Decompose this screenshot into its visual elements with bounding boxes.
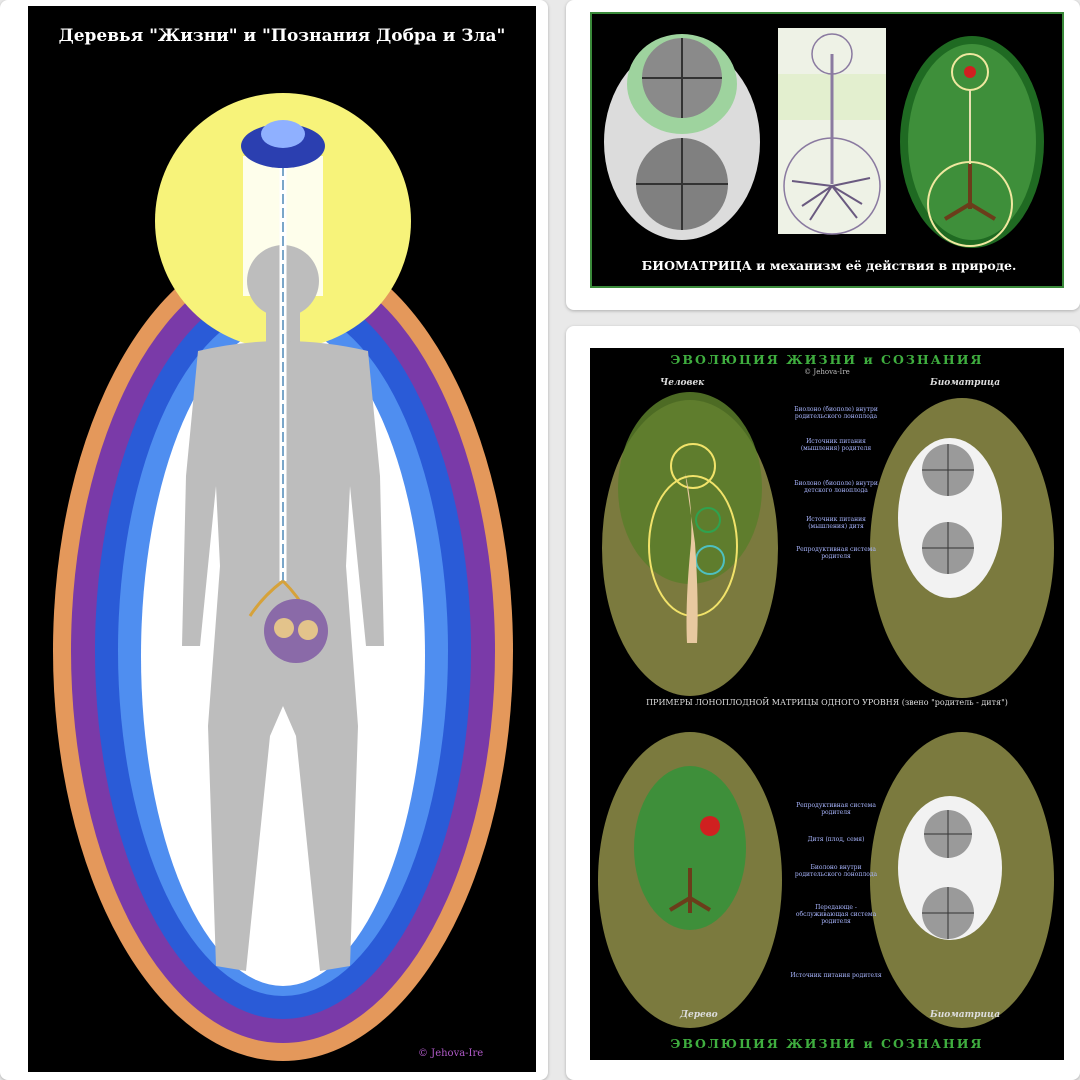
biomatrix-panel: БИОМАТРИЦА и механизм её действия в прир… bbox=[590, 12, 1064, 288]
left-panel-aura-diagram: Деревья "Жизни" и "Познания Добра и Зла"… bbox=[28, 6, 536, 1072]
left-panel-copyright: © Jehova-Ire bbox=[418, 1048, 484, 1059]
matrix-examples-caption: ПРИМЕРЫ ЛОНОПЛОДНОЙ МАТРИЦЫ ОДНОГО УРОВН… bbox=[646, 698, 1008, 707]
evolution-title-top: ЭВОЛЮЦИЯ ЖИЗНИ и СОЗНАНИЯ bbox=[670, 352, 984, 367]
left-panel-title: Деревья "Жизни" и "Познания Добра и Зла" bbox=[58, 26, 506, 46]
annotation-text: Дитя (плод, семя) bbox=[807, 836, 865, 843]
annotation-text: Передающе - обслуживающая система родите… bbox=[795, 904, 877, 925]
evolution-illustration bbox=[598, 392, 1054, 1028]
annotation-text: Источник питания родителя bbox=[790, 972, 882, 979]
annotation-text: Репродуктивная система родителя bbox=[796, 802, 876, 816]
annotation-text: Биолоно (биополе) внутри родительского л… bbox=[794, 406, 878, 420]
annotation-text: Биолоно (биополе) внутри детского лонопл… bbox=[794, 480, 878, 494]
evolution-subtitle-top: © Jehova-Ire bbox=[804, 368, 850, 376]
label-biomatrix-top: Биоматрица bbox=[930, 378, 1001, 388]
apple-icon bbox=[264, 599, 328, 663]
annotation-text: Источник питания (мышления) родителя bbox=[800, 438, 872, 452]
evolution-title-bottom: ЭВОЛЮЦИЯ ЖИЗНИ и СОЗНАНИЯ bbox=[670, 1036, 984, 1051]
annotations-top: Биолоно (биополе) внутри родительского л… bbox=[788, 406, 884, 560]
annotation-text: Источник питания (мышления) дитя bbox=[806, 516, 866, 530]
label-tree: Дерево bbox=[680, 1010, 718, 1020]
biomatrix-caption: БИОМАТРИЦА и механизм её действия в прир… bbox=[641, 258, 1017, 273]
evolution-panel: ЭВОЛЮЦИЯ ЖИЗНИ и СОЗНАНИЯ © Jehova-Ire Ч… bbox=[590, 348, 1064, 1060]
label-human: Человек bbox=[660, 378, 705, 388]
aura-illustration bbox=[53, 93, 513, 1061]
annotations-bottom: Репродуктивная система родителя Дитя (пл… bbox=[788, 802, 884, 979]
annotation-text: Биолоно внутри родительского лоноплода bbox=[794, 864, 878, 878]
label-biomatrix-bottom: Биоматрица bbox=[930, 1010, 1001, 1020]
annotation-text: Репродуктивная система родителя bbox=[796, 546, 876, 560]
biomatrix-illustration bbox=[604, 28, 1044, 248]
